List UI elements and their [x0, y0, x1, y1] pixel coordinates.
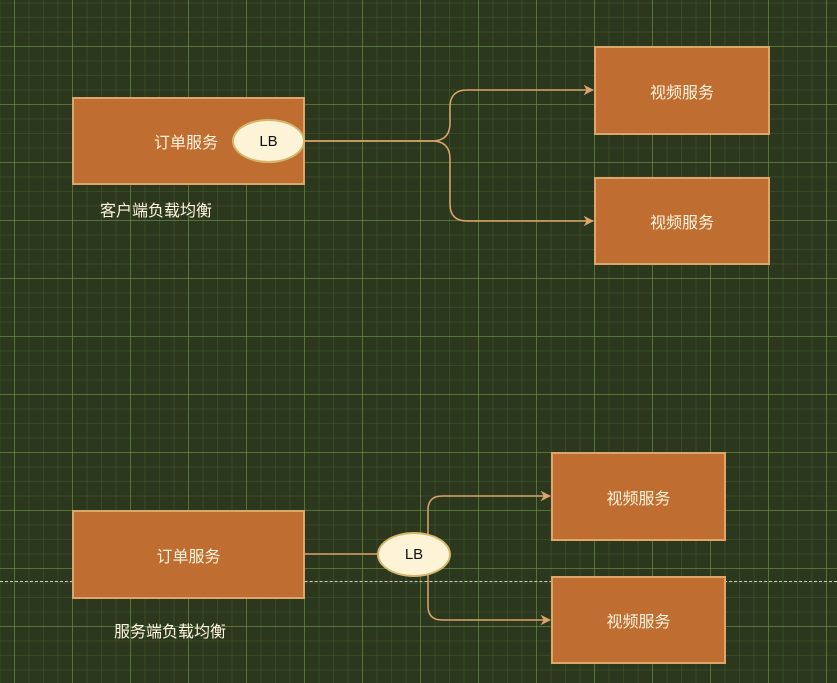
- client-video-service-1[interactable]: 视频服务: [594, 46, 770, 135]
- server-caption: 服务端负载均衡: [114, 622, 227, 641]
- page-break-line: [0, 581, 837, 582]
- client-video-service-2[interactable]: 视频服务: [594, 177, 770, 265]
- server-video-service-2-label: 视频服务: [606, 612, 671, 631]
- server-video-service-1-label: 视频服务: [606, 488, 671, 508]
- server-video-service-1[interactable]: 视频服务: [551, 452, 726, 541]
- client-lb-label: LB: [259, 132, 278, 150]
- server-lb-label: LB: [404, 546, 424, 563]
- edge-client-lb-to-video-2: [304, 140, 595, 227]
- server-video-service-2[interactable]: 视频服务: [551, 576, 726, 664]
- server-order-service[interactable]: 订单服务: [72, 510, 305, 599]
- edge-server-lb-to-video-2: [427, 572, 552, 626]
- client-lb[interactable]: LB: [232, 119, 305, 163]
- server-lb[interactable]: LB: [377, 532, 451, 577]
- client-caption: 客户端负载均衡: [100, 201, 213, 220]
- client-order-service-label: 订单服务: [154, 133, 219, 152]
- edge-server-lb-to-video-1: [427, 490, 552, 536]
- edge-client-lb-to-video-1: [304, 84, 595, 142]
- server-order-service-label: 订单服务: [156, 546, 221, 566]
- client-video-service-1-label: 视频服务: [649, 82, 714, 102]
- client-video-service-2-label: 视频服务: [649, 213, 714, 232]
